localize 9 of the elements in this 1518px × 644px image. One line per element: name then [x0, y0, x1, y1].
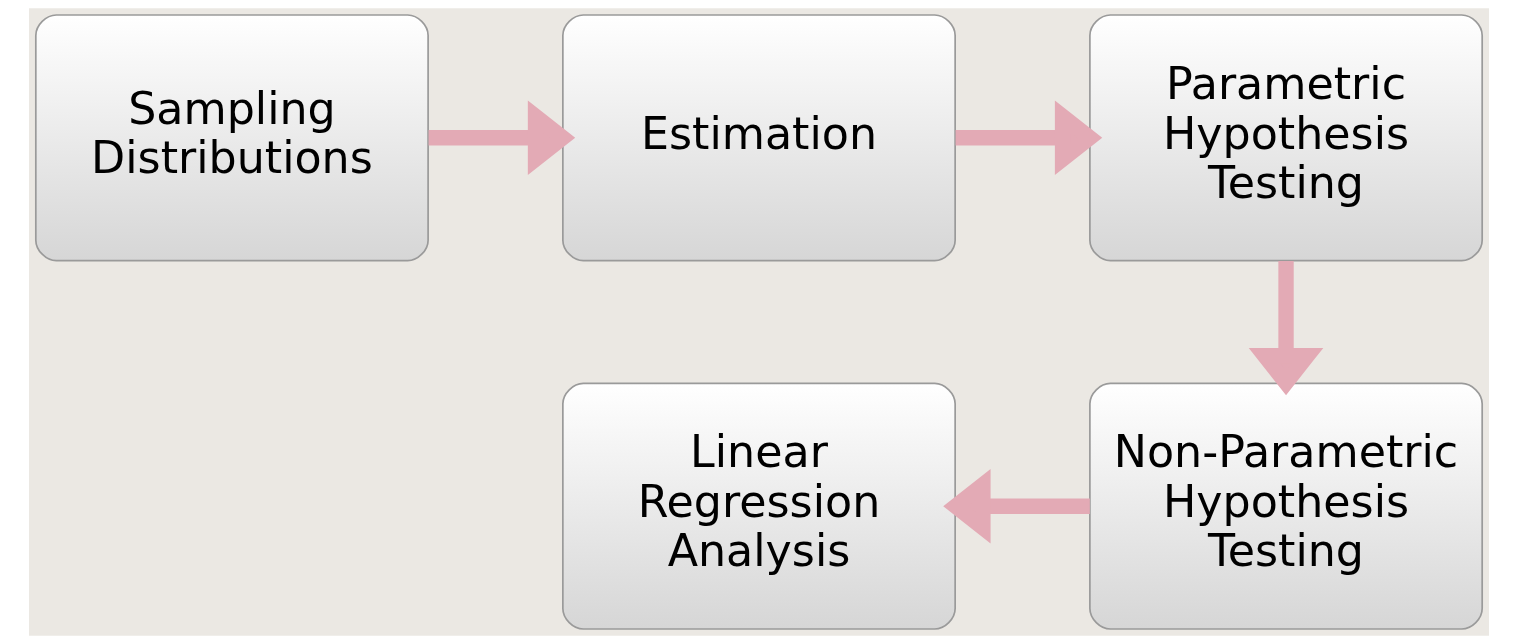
- arrow: [428, 100, 576, 176]
- node-box: Non-Parametric Hypothesis Testing: [1089, 382, 1484, 630]
- node-box: Estimation: [562, 14, 956, 262]
- arrow: [955, 100, 1103, 176]
- node-box: Sampling Distributions: [34, 14, 429, 262]
- arrow: [1248, 261, 1324, 396]
- node-box: Parametric Hypothesis Testing: [1089, 14, 1484, 262]
- arrow: [943, 468, 1090, 544]
- node-box: Linear Regression Analysis: [562, 382, 956, 630]
